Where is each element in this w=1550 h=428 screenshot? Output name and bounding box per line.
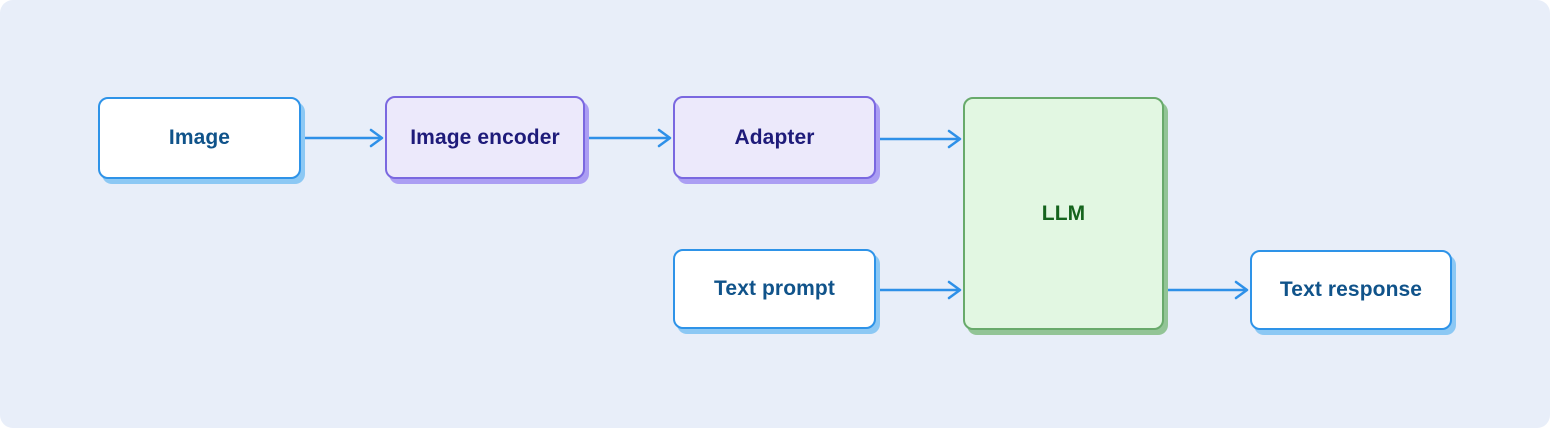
node-text-prompt-label: Text prompt: [714, 277, 835, 300]
arrow-text-prompt-to-llm: [877, 280, 962, 300]
arrow-adapter-to-llm: [877, 129, 962, 149]
node-adapter: Adapter: [673, 96, 876, 179]
node-llm: LLM: [963, 97, 1164, 330]
node-adapter-label: Adapter: [734, 125, 815, 149]
arrow-image-encoder-to-adapter: [586, 128, 672, 148]
node-text-prompt: Text prompt: [673, 249, 876, 329]
node-image-encoder-label: Image encoder: [410, 125, 560, 149]
arrow-image-to-image-encoder: [301, 128, 384, 148]
node-text-response-label: Text response: [1279, 278, 1423, 301]
node-image-encoder: Image encoder: [385, 96, 585, 179]
node-image-label: Image: [168, 126, 231, 149]
node-text-response: Text response: [1250, 250, 1452, 330]
node-image: Image: [98, 97, 301, 179]
arrow-llm-to-text-response: [1165, 280, 1249, 300]
node-llm-label: LLM: [1041, 201, 1086, 225]
